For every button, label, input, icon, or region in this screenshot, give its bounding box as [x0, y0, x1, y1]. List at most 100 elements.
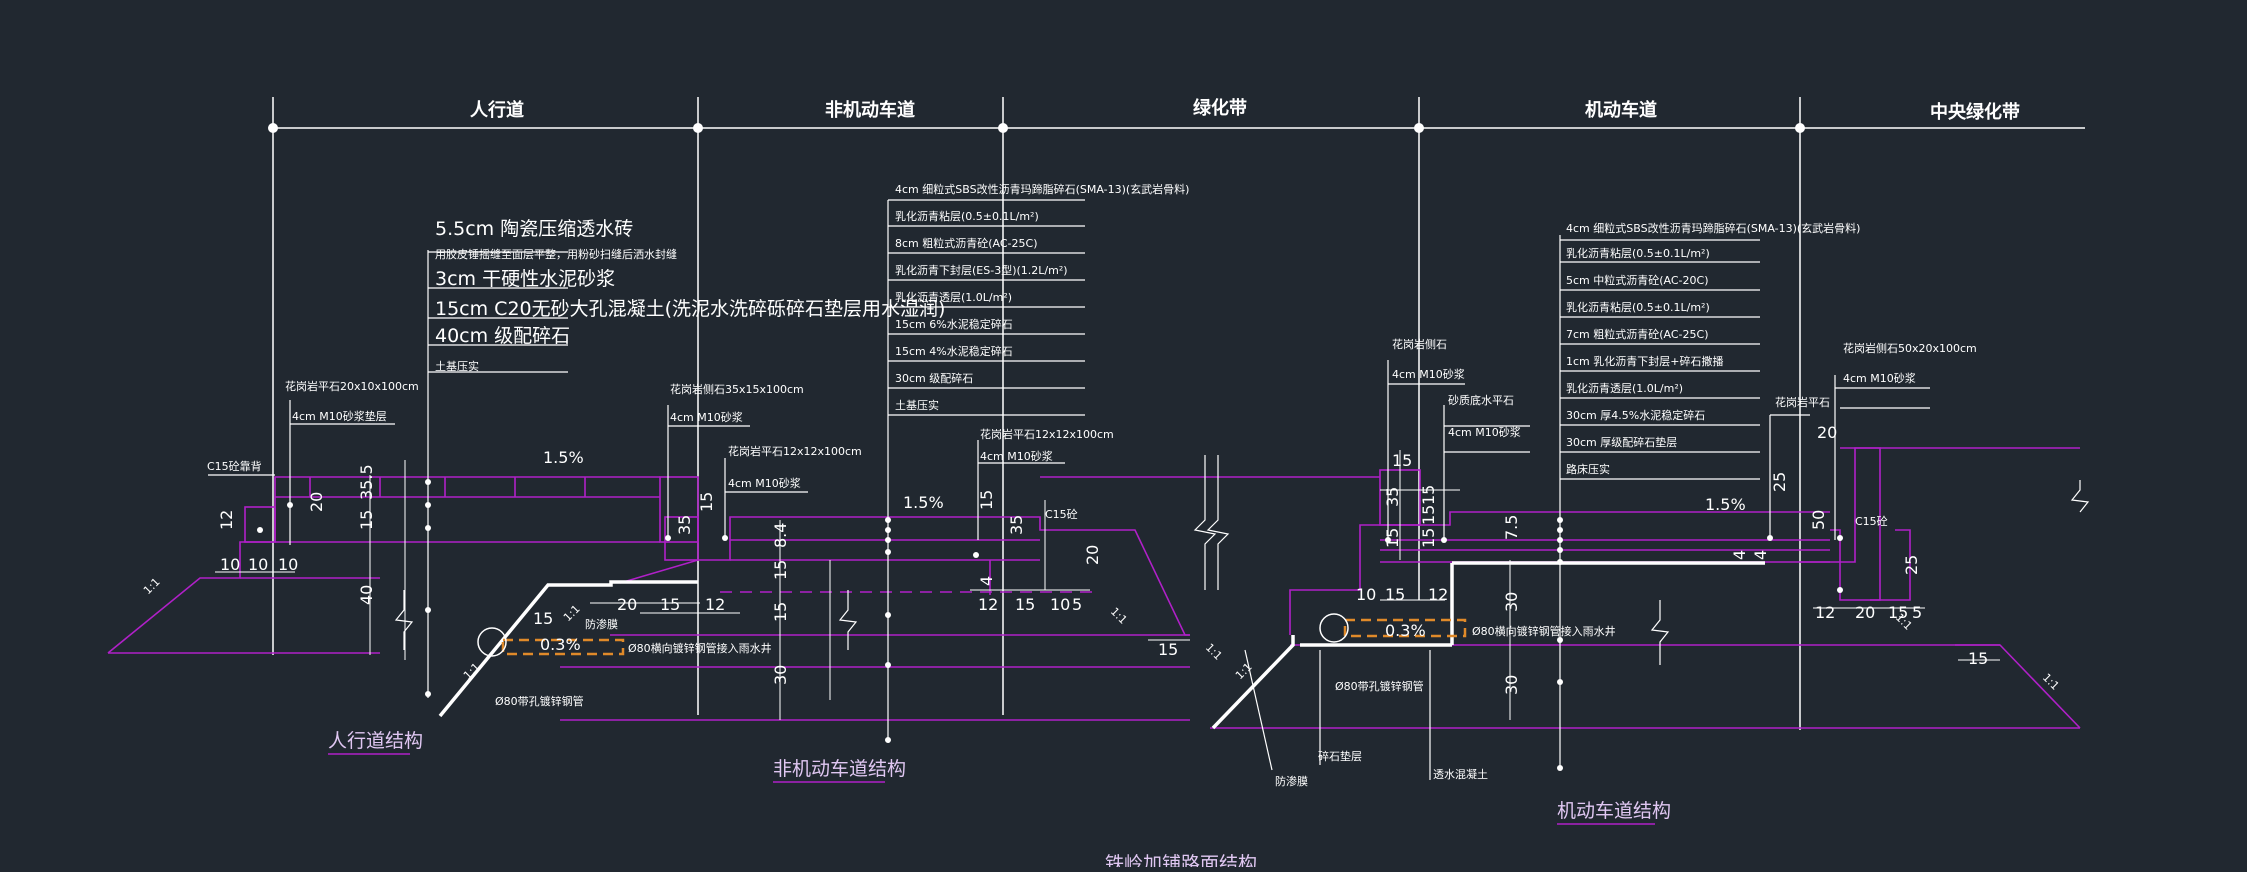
dim-label: 7.5: [1502, 515, 1521, 540]
dim-label: 5: [1072, 595, 1082, 614]
motor-layer-7: 乳化沥青透层(1.0L/m²): [1566, 381, 1683, 395]
dim-label: 12: [978, 595, 998, 614]
bike-layer-8: 30cm 级配碎石: [895, 371, 973, 385]
bike-mortar-right: 4cm M10砂浆: [980, 449, 1053, 463]
zone-label-sidewalk: 人行道: [470, 99, 524, 121]
motor-gravel-label: 碎石垫层: [1318, 749, 1362, 763]
ratio-label: 1:1: [141, 575, 163, 597]
dim-label: 12: [1428, 585, 1448, 604]
motor-layer-1: 4cm 细粒式SBS改性沥青玛蹄脂碎石(SMA-13)(玄武岩骨料): [1566, 221, 1860, 235]
zone-axis-nodes: [268, 123, 1805, 133]
dim-label: 10: [248, 555, 268, 574]
dim-label: 5: [1912, 603, 1922, 622]
bike-backfill: C15砼: [1045, 508, 1078, 521]
bike-layer-4: 乳化沥青下封层(ES-3型)(1.2L/m²): [895, 263, 1068, 277]
dim-label: 25: [1902, 555, 1921, 575]
bike-mortar-left: 4cm M10砂浆: [670, 410, 743, 424]
dim-label: 15: [771, 560, 790, 580]
dim-label: 20: [1083, 545, 1102, 565]
dim-label: 8.4: [771, 523, 790, 548]
dim-label: 12: [705, 595, 725, 614]
motor-pipe-label: Ø80带孔镀锌钢管: [1335, 679, 1424, 693]
dim-label: 35.5: [357, 464, 376, 500]
sidewalk-mortar-label: 4cm M10砂浆垫层: [292, 409, 387, 423]
ratio-label: 1:1: [561, 602, 583, 624]
dim-label: 15: [357, 510, 376, 530]
ratio-label: 1:1: [1108, 605, 1130, 627]
dim-label: 30: [1502, 675, 1521, 695]
motor-mortar-right: 4cm M10砂浆: [1843, 371, 1916, 385]
pipe-slope-left: 0.3%: [540, 635, 581, 654]
sidewalk-layer-1-note: 用胶皮锤摇缝至面层平整，用粉砂扫缝后洒水封缝: [435, 247, 677, 261]
dim-label: 15: [697, 492, 716, 512]
dim-label: 10: [220, 555, 240, 574]
sidewalk-caption: 人行道结构: [328, 730, 423, 752]
dim-label: 10: [278, 555, 298, 574]
motor-concrete-label: 透水混凝土: [1433, 767, 1488, 781]
dimension-lines: [215, 450, 2000, 720]
dim-label: 25: [1770, 472, 1789, 492]
zone-label-green-belt: 绿化带: [1193, 97, 1247, 119]
drawing-title: 铁岭加铺路面结构: [1105, 853, 1257, 867]
motor-caption: 机动车道结构: [1557, 800, 1671, 822]
ratio-label: 1:1: [1203, 641, 1225, 663]
surface-lines: [438, 561, 1765, 730]
drain-pipes: [501, 618, 1467, 656]
dim-label: 40: [357, 585, 376, 605]
bike-flat-stone: 花岗岩平石12x12x100cm: [728, 444, 862, 458]
bike-caption: 非机动车道结构: [773, 758, 906, 780]
dim-label: 15: [1419, 485, 1438, 505]
dim-label: 15: [1419, 528, 1438, 548]
sidewalk-membrane-label: 防渗膜: [585, 617, 618, 631]
dim-label: 4: [977, 576, 996, 586]
dim-label: 30: [771, 665, 790, 685]
dim-label: 15: [771, 602, 790, 622]
bike-curb-left: 花岗岩侧石35x15x100cm: [670, 382, 804, 396]
dim-label: 15: [1419, 505, 1438, 525]
bike-layer-6: 15cm 6%水泥稳定碎石: [895, 317, 1013, 331]
bike-mortar-mid: 4cm M10砂浆: [728, 476, 801, 490]
sidewalk-pipe-label: Ø80带孔镀锌钢管: [495, 694, 584, 708]
bike-layer-3: 8cm 粗粒式沥青砼(AC-25C): [895, 236, 1038, 250]
motor-mortar-b: 4cm M10砂浆: [1448, 425, 1521, 439]
dim-label: 30: [1502, 592, 1521, 612]
motor-layer-8: 30cm 厚4.5%水泥稳定碎石: [1566, 408, 1705, 422]
dim-label: 15: [533, 609, 553, 628]
dim-label: 35: [1383, 487, 1402, 507]
motor-layer-2: 乳化沥青粘层(0.5±0.1L/m²): [1566, 246, 1710, 260]
dim-label: 15: [1968, 649, 1988, 668]
ratio-label: 1:1: [461, 660, 483, 682]
motor-mortar-a: 4cm M10砂浆: [1392, 367, 1465, 381]
dim-label: 20: [1855, 603, 1875, 622]
zone-label-motor-lane: 机动车道: [1585, 99, 1657, 121]
dim-label: 20: [1817, 423, 1837, 442]
motor-layer-6: 1cm 乳化沥青下封层+碎石撒播: [1566, 354, 1723, 368]
motor-layer-4: 乳化沥青粘层(0.5±0.1L/m²): [1566, 300, 1710, 314]
bike-layer-1: 4cm 细粒式SBS改性沥青玛蹄脂碎石(SMA-13)(玄武岩骨料): [895, 182, 1189, 196]
bike-layer-5: 乳化沥青透层(1.0L/m²): [895, 290, 1012, 304]
dim-label: 4: [1730, 550, 1749, 560]
pipe-section-left: [477, 627, 507, 657]
motor-slope: 1.5%: [1705, 495, 1746, 514]
bike-layer-7: 15cm 4%水泥稳定碎石: [895, 344, 1013, 358]
sidewalk-curb-label: 花岗岩平石20x10x100cm: [285, 379, 419, 393]
bike-slope: 1.5%: [903, 493, 944, 512]
motor-curb-left: 花岗岩侧石: [1392, 337, 1447, 351]
dim-label: 20: [307, 492, 326, 512]
zone-label-bike-lane: 非机动车道: [825, 99, 915, 121]
bike-layer-2: 乳化沥青粘层(0.5±0.1L/m²): [895, 209, 1039, 223]
dim-label: 35: [675, 515, 694, 535]
motor-layer-5: 7cm 粗粒式沥青砼(AC-25C): [1566, 327, 1709, 341]
motor-layer-3: 5cm 中粒式沥青砼(AC-20C): [1566, 273, 1709, 287]
pipe-slope-right: 0.3%: [1385, 621, 1426, 640]
sidewalk-layer-1: 5.5cm 陶瓷压缩透水砖: [435, 218, 633, 240]
dim-label: 10: [1050, 595, 1070, 614]
motor-backfill: C15砼: [1855, 515, 1888, 528]
dim-label: 15: [1385, 585, 1405, 604]
sidewalk-slope: 1.5%: [543, 448, 584, 467]
sidewalk-backfill-label: C15砼靠背: [207, 459, 262, 473]
bike-curb-right: 花岗岩平石12x12x100cm: [980, 427, 1114, 441]
sidewalk-layer-5: 土基压实: [435, 359, 479, 373]
sidewalk-layer-3: 15cm C20无砂大孔混凝土(洗泥水洗碎砾碎石垫层用水湿润): [435, 298, 945, 320]
